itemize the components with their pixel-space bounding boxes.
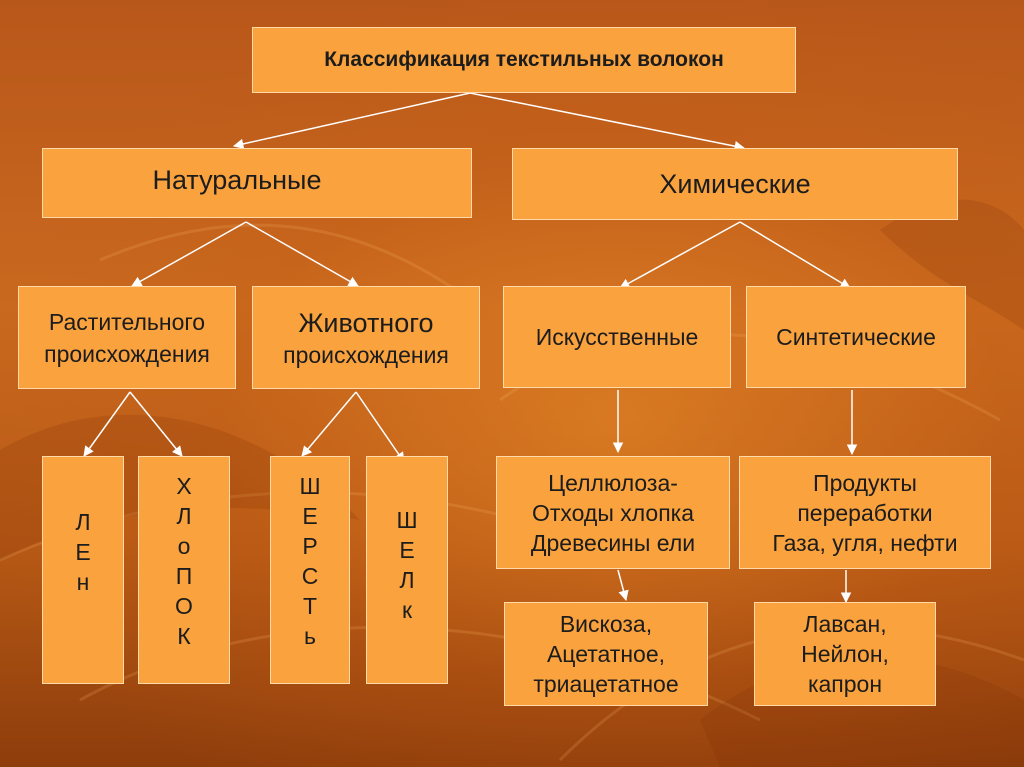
flax-box: Л Е н [42,456,124,684]
arrow-chemical-artificial [619,221,741,289]
synthetic-box: Синтетические [746,286,966,388]
natural-fibers-box: Натуральные [42,148,472,218]
arrow-chemical-synthetic [739,221,851,289]
processing-products-label: Продукты переработки Газа, угля, нефти [772,469,958,556]
wool-letter: Р [302,533,318,559]
cellulose-box: Целлюлоза- Отходы хлопка Древесины ели [496,456,730,569]
cotton-letter: Л [176,503,192,529]
wool-letter: ь [304,623,316,649]
diagram-title-text: Классификация текстильных волокон [324,48,724,71]
lavsan-label: Лавсан, Нейлон, капрон [801,611,889,697]
chemical-fibers-label: Химические [659,168,811,199]
wool-letter: Т [302,593,318,619]
lavsan-box: Лавсан, Нейлон, капрон [754,602,936,706]
arrow-natural-plant [131,221,247,287]
cotton-letter: Х [176,473,192,499]
artificial-label: Искусственные [535,324,699,350]
arrow-cellulose-viscose [617,569,629,602]
silk-letter: к [401,597,413,623]
arrow-plant-flax [83,391,131,457]
wool-box: Ш Е Р С Т ь [270,456,350,684]
viscose-box: Вискоза, Ацетатное, триацетатное [504,602,708,706]
arrow-natural-animal [245,221,359,287]
cellulose-label: Целлюлоза- Отходы хлопка Древесины ели [530,469,696,556]
arrow-title-natural [232,92,471,150]
cotton-letter: П [175,563,193,589]
wool-letter: С [301,563,319,589]
wool-letter: Е [302,503,318,529]
chemical-fibers-box: Химические [512,148,958,220]
flax-letter: н [76,569,90,595]
animal-origin-line1: Животного [298,307,434,338]
viscose-label: Вискоза, Ацетатное, триацетатное [533,611,679,697]
arrow-animal-silk [355,391,405,463]
flax-letter: Е [75,539,91,565]
cotton-letter: о [177,533,191,559]
artificial-box: Искусственные [503,286,731,388]
flax-letter: Л [75,509,91,535]
silk-box: Ш Е Л к [366,456,448,684]
silk-letter: Е [399,537,415,563]
wool-letter: Ш [299,473,321,499]
cotton-letter: К [177,623,191,649]
silk-letter: Ш [396,507,418,533]
silk-letter: Л [399,567,415,593]
processing-products-box: Продукты переработки Газа, угля, нефти [739,456,991,569]
cotton-box: Х Л о П О К [138,456,230,684]
synthetic-label: Синтетические [776,324,936,350]
animal-origin-box: Животного происхождения [252,286,480,389]
plant-origin-box: Растительного происхождения [18,286,236,389]
arrow-animal-wool [301,391,357,457]
plant-origin-label: Растительного происхождения [44,308,210,367]
arrow-title-chemical [469,92,746,152]
arrow-plant-cotton [129,391,183,457]
diagram-title: Классификация текстильных волокон [252,27,796,93]
cotton-letter: О [175,593,193,619]
natural-fibers-label: Натуральные [152,165,322,195]
animal-origin-line2: происхождения [283,341,449,368]
